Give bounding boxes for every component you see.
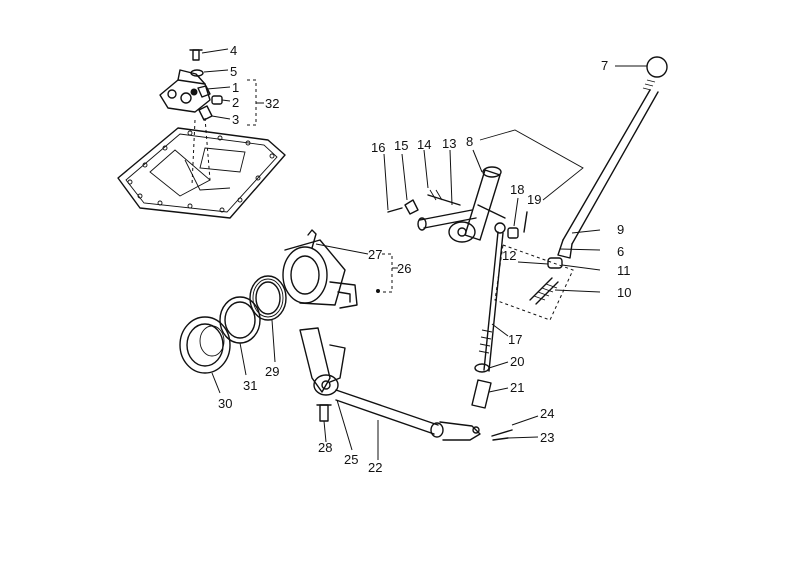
callout-14: 14 xyxy=(417,137,431,152)
shift-shaft-assembly xyxy=(387,129,584,243)
transmission-cover-plate xyxy=(117,117,286,219)
callout-18: 18 xyxy=(510,182,524,197)
callout-12: 12 xyxy=(502,248,516,263)
callout-15: 15 xyxy=(394,138,408,153)
bearing-and-seals xyxy=(179,275,287,374)
shift-rod xyxy=(471,222,506,409)
callout-7: 7 xyxy=(601,58,608,73)
callout-28: 28 xyxy=(318,440,332,455)
callout-19: 19 xyxy=(527,192,541,207)
callout-16: 16 xyxy=(371,140,385,155)
callout-21: 21 xyxy=(510,380,524,395)
callout-20: 20 xyxy=(510,354,524,369)
callout-13: 13 xyxy=(442,136,456,151)
callout-1: 1 xyxy=(232,80,239,95)
callout-27: 27 xyxy=(368,247,382,262)
callout-8: 8 xyxy=(466,134,473,149)
shift-fork-and-shaft xyxy=(299,327,513,441)
callout-9: 9 xyxy=(617,222,624,237)
callout-2: 2 xyxy=(232,95,239,110)
callout-labels: 4 5 1 2 3 32 7 16 15 14 13 8 18 19 9 6 1… xyxy=(218,43,631,475)
callout-10: 10 xyxy=(617,285,631,300)
callout-23: 23 xyxy=(540,430,554,445)
callout-11: 11 xyxy=(617,263,631,278)
callout-3: 3 xyxy=(232,112,239,127)
callout-29: 29 xyxy=(265,364,279,379)
callout-22: 22 xyxy=(368,460,382,475)
bearing-housing xyxy=(282,229,380,309)
callout-24: 24 xyxy=(540,406,554,421)
detent-housing xyxy=(159,49,223,121)
gear-lever xyxy=(557,56,668,259)
callout-26: 26 xyxy=(397,261,411,276)
lever-spring-assembly xyxy=(494,244,574,321)
callout-31: 31 xyxy=(243,378,257,393)
callout-30: 30 xyxy=(218,396,232,411)
callout-25: 25 xyxy=(344,452,358,467)
callout-5: 5 xyxy=(230,64,237,79)
callout-32: 32 xyxy=(265,96,279,111)
callout-17: 17 xyxy=(508,332,522,347)
callout-6: 6 xyxy=(617,244,624,259)
callout-4: 4 xyxy=(230,43,237,58)
